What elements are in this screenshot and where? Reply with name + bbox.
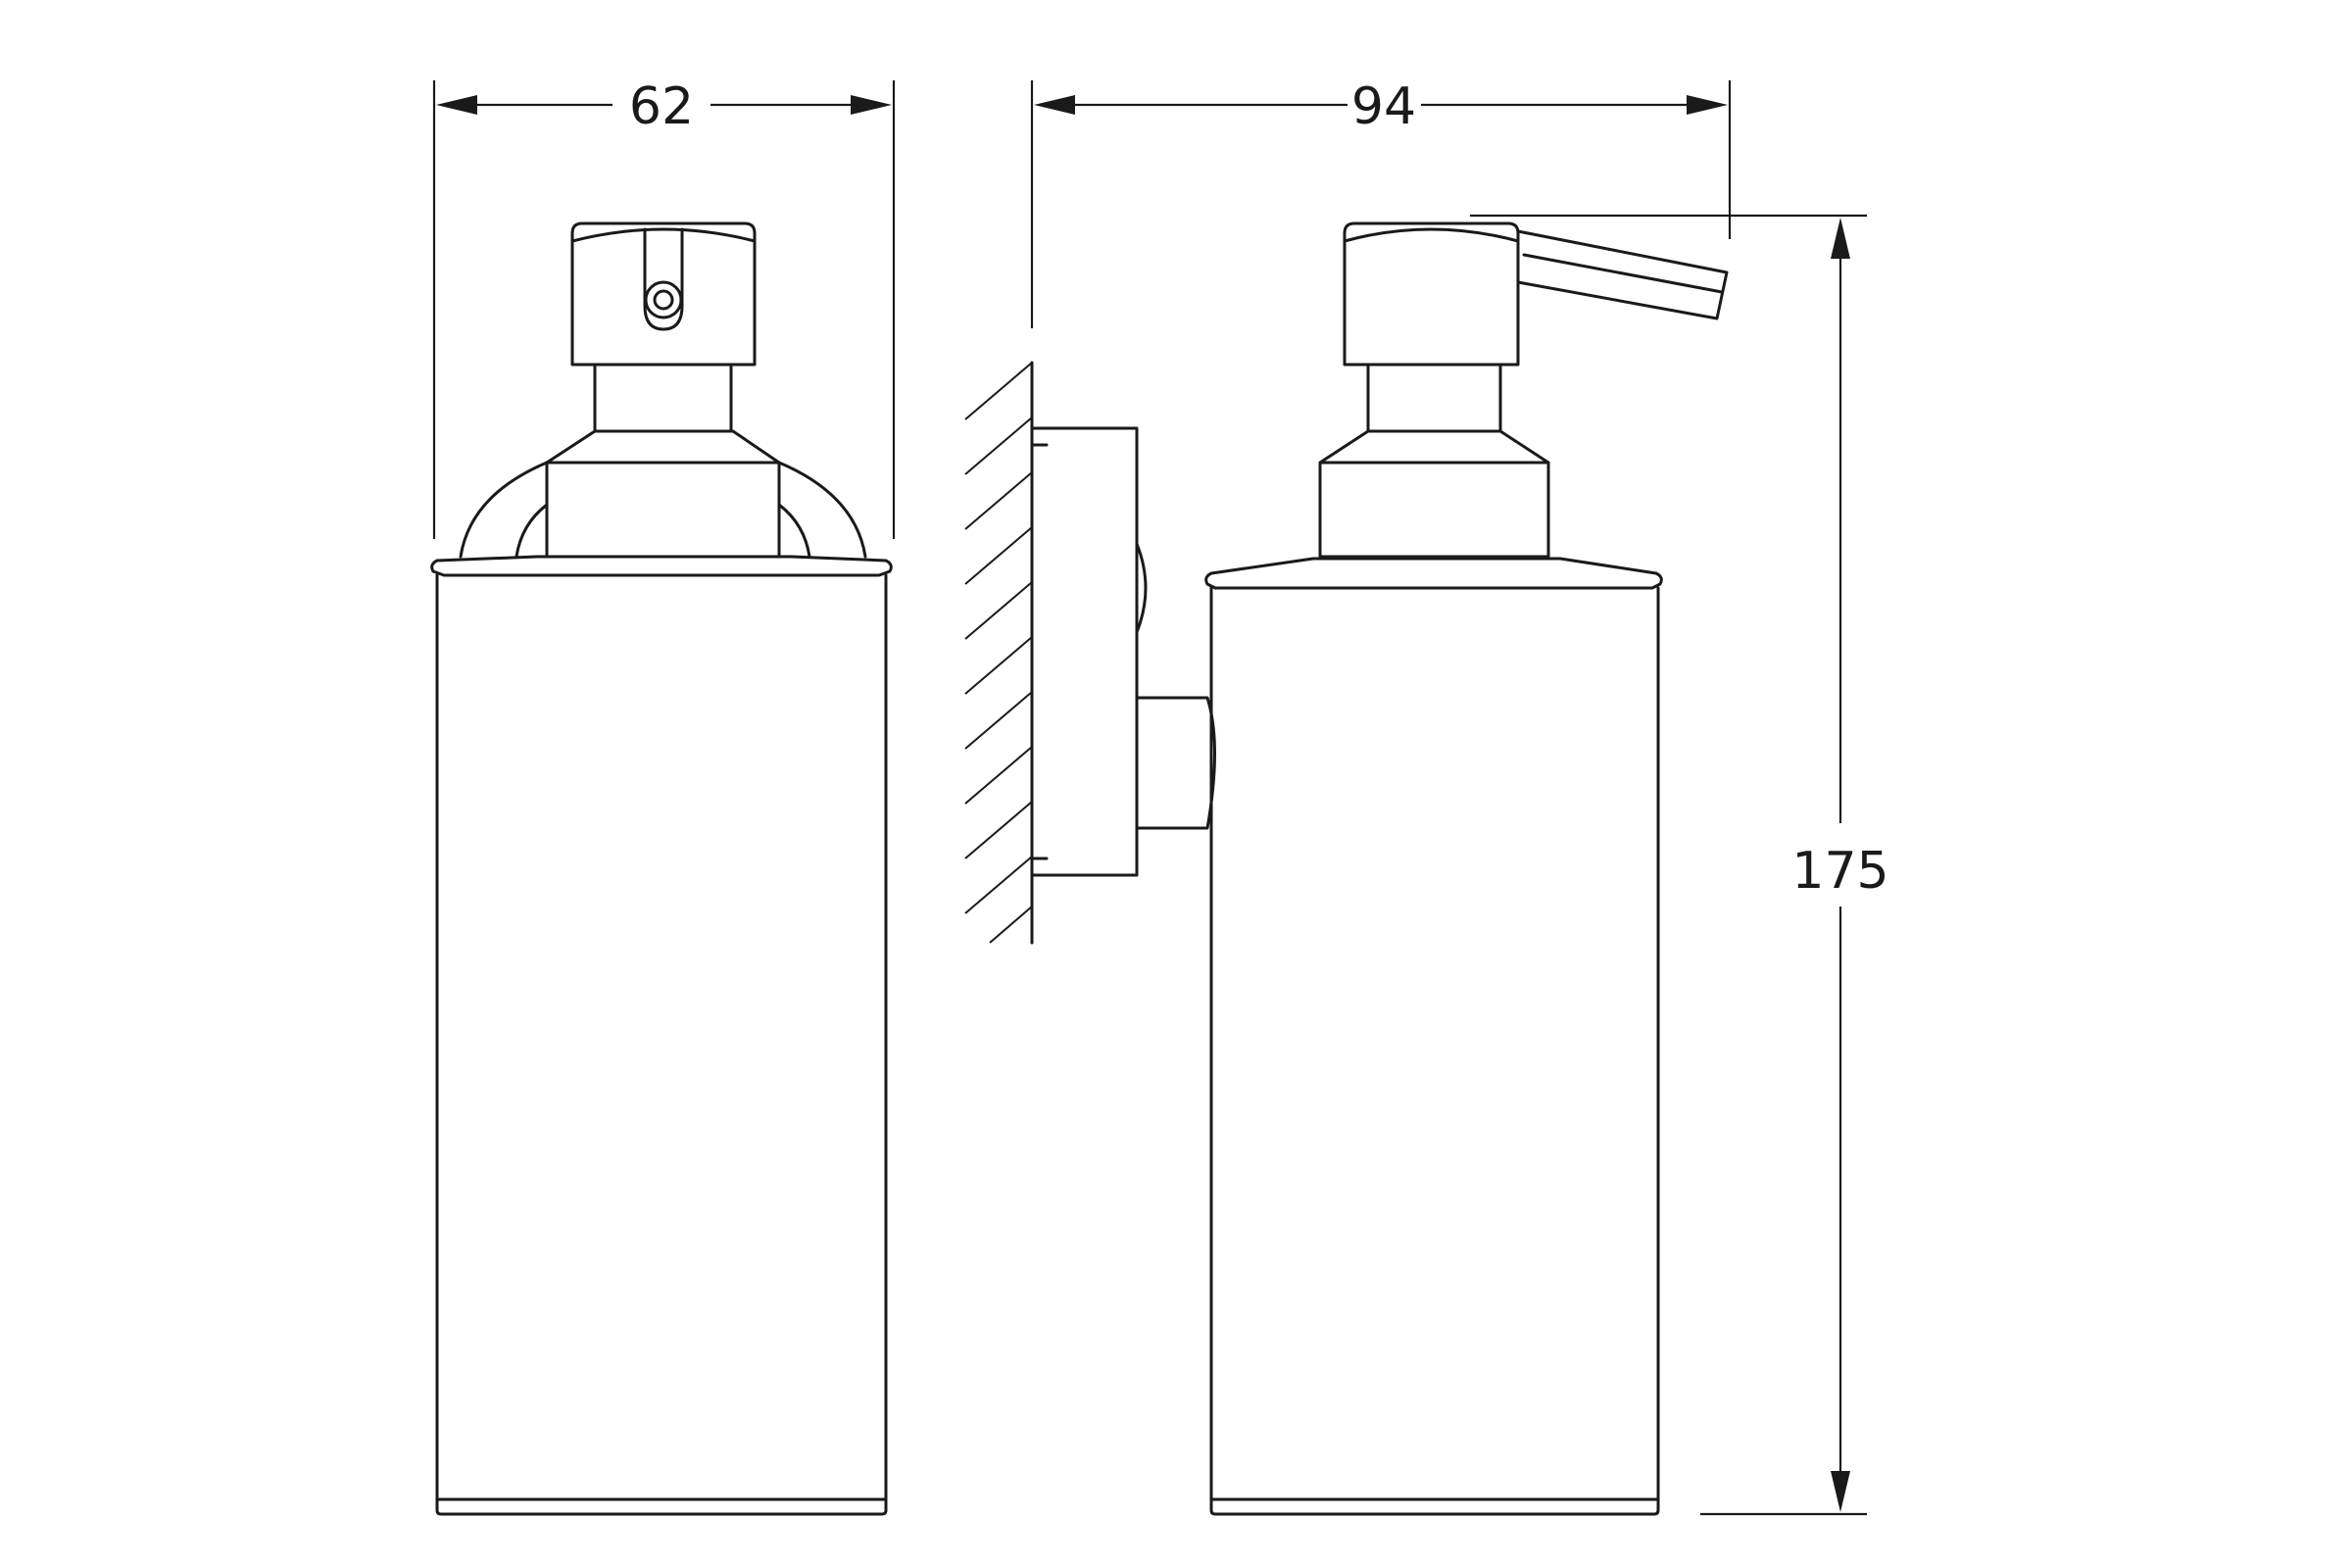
depth-dimension-label: 94 bbox=[1351, 77, 1416, 136]
side-view: 94 bbox=[964, 77, 1889, 1516]
wall-hatching bbox=[964, 361, 1034, 945]
height-dimension-label: 175 bbox=[1791, 842, 1888, 901]
wall-mount-plate bbox=[1030, 426, 1148, 877]
side-pump-neck bbox=[1366, 363, 1502, 433]
side-pump-shoulder bbox=[1318, 429, 1550, 465]
holder-arm bbox=[1135, 696, 1216, 830]
side-pump-head bbox=[1343, 221, 1729, 367]
pump-spout bbox=[1516, 229, 1729, 320]
front-lid bbox=[430, 555, 893, 577]
front-bottle-body bbox=[435, 573, 888, 1516]
front-pump-head bbox=[570, 221, 757, 367]
front-view: 62 bbox=[430, 77, 896, 1516]
front-wall-ring bbox=[459, 461, 867, 559]
width-dimension: 62 bbox=[432, 77, 896, 539]
front-pump-collar bbox=[545, 461, 781, 559]
front-pump-neck bbox=[593, 363, 733, 433]
front-pump-shoulder bbox=[545, 429, 781, 465]
height-dimension: 175 bbox=[1470, 214, 1889, 1516]
depth-dimension: 94 bbox=[1030, 77, 1732, 328]
side-bottle-body bbox=[1209, 586, 1660, 1516]
side-pump-collar bbox=[1318, 461, 1550, 559]
side-lid bbox=[1204, 557, 1663, 590]
width-dimension-label: 62 bbox=[629, 77, 694, 136]
